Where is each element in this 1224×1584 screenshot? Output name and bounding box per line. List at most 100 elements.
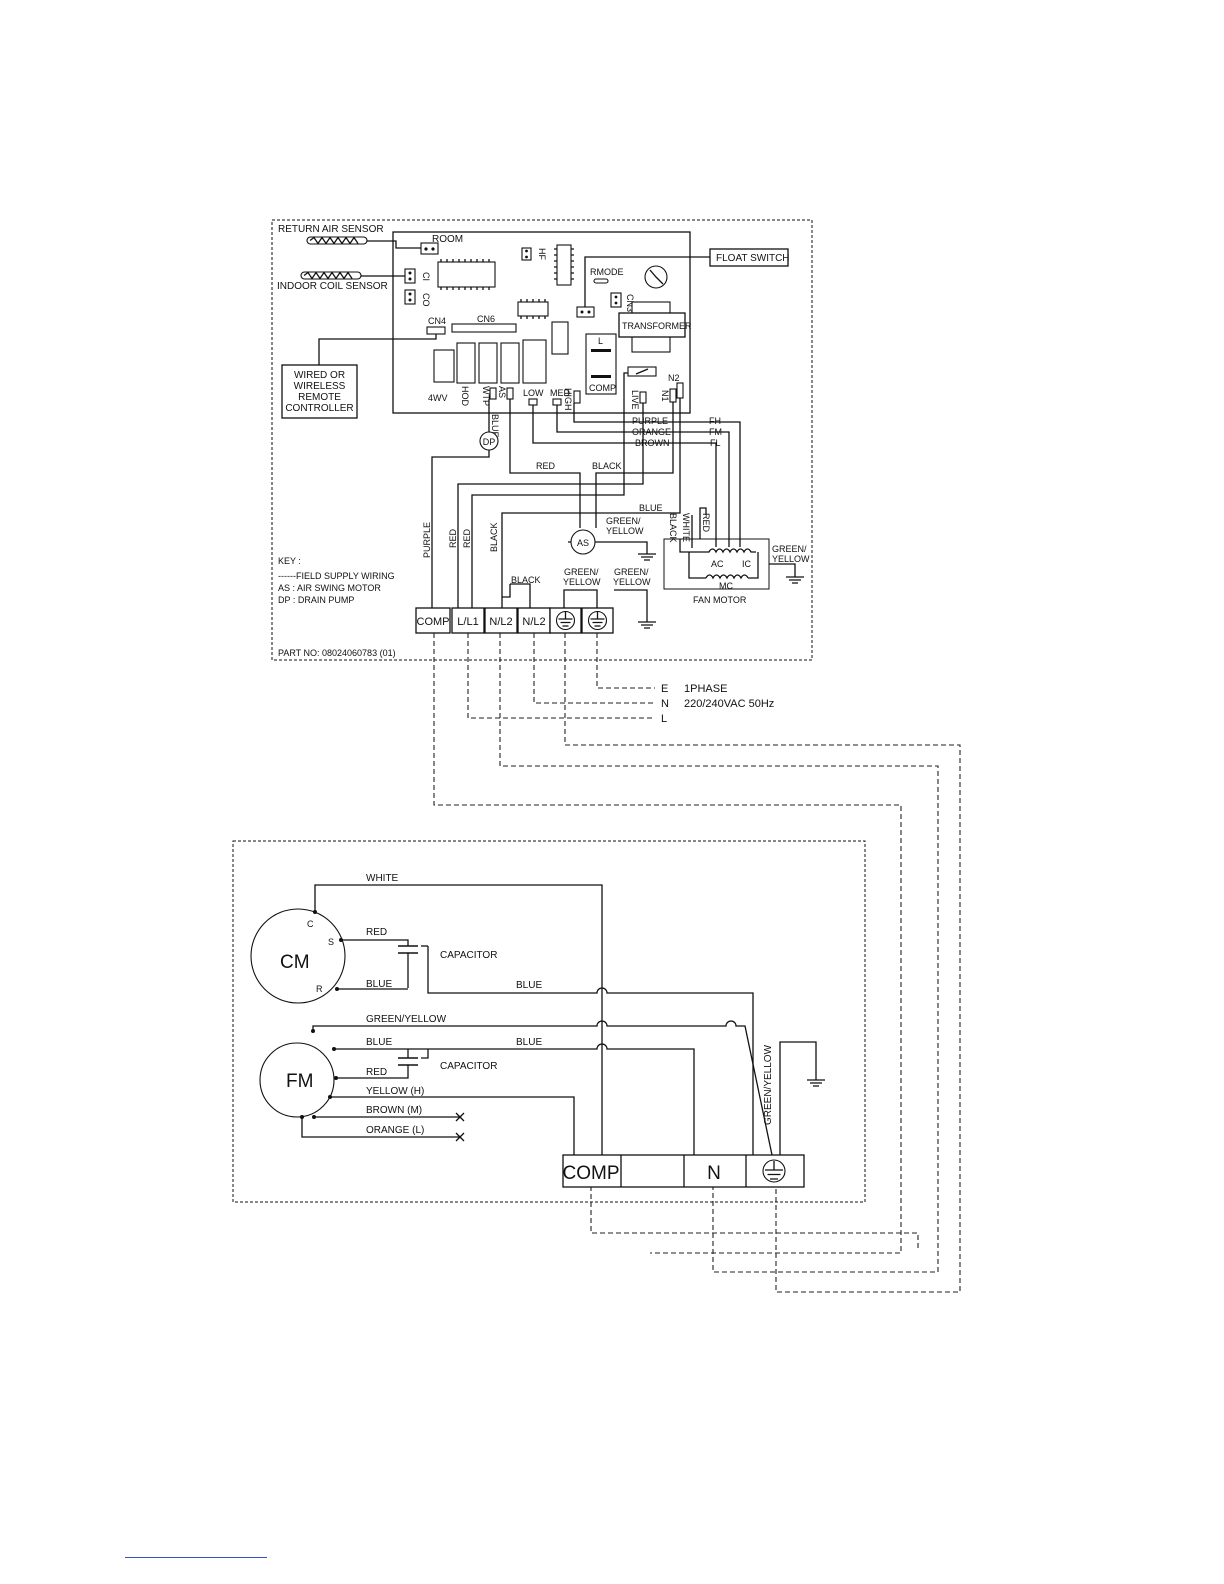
field-supply-wiring: E N L 1PHASE 220/240VAC 50Hz (433, 633, 961, 1293)
transformer-box (618, 312, 686, 338)
indoor-terminal-block: COMP L/L1 N/L2 N/L2 (415, 607, 614, 634)
term-gy-label-2: YELLOW (563, 577, 601, 587)
wire-orange-label: ORANGE (632, 427, 671, 437)
relay-as (500, 342, 520, 384)
wire-brown-label: BROWN (635, 438, 670, 448)
cn3-connector (610, 292, 622, 308)
outdoor-terminal-block: COMP N (562, 1154, 805, 1188)
fm-red-label: RED (366, 1067, 387, 1078)
wire-purple-label: PURPLE (632, 416, 668, 426)
cm-s-label: S (328, 937, 334, 947)
outdoor-terminal-comp: COMP (563, 1163, 620, 1184)
high-label: HIGH (563, 388, 573, 411)
room-connector (420, 242, 439, 255)
fm-green-yellow-label: GREEN/YELLOW (366, 1014, 447, 1025)
indoor-unit-border (271, 219, 813, 661)
wire-red-v1-label: RED (448, 528, 458, 548)
orange-l-label: ORANGE (L) (366, 1125, 424, 1136)
return-air-sensor-label: RETURN AIR SENSOR (278, 224, 384, 235)
part-number: PART NO: 08024060783 (01) (278, 648, 396, 658)
cm-capacitor-label: CAPACITOR (440, 950, 497, 961)
fm-label: FM (286, 1071, 313, 1092)
as-gy-label-1: GREEN/ (606, 516, 641, 526)
ic-chip-1 (437, 261, 496, 288)
supply-phase: 1PHASE (684, 683, 727, 695)
as-motor-label: AS (577, 538, 589, 548)
float-switch-label: FLOAT SWITCH (716, 253, 790, 264)
fm-blue-right-label: BLUE (516, 1037, 542, 1048)
n1-label: N1 (660, 390, 670, 402)
key-title: KEY : (278, 556, 301, 566)
supply-l-label: L (661, 713, 667, 725)
blue-dp-label: BLUE (490, 414, 500, 438)
footer-rule (125, 1557, 267, 1558)
as-conn-label: AS (497, 386, 507, 398)
fh-label: FH (709, 416, 721, 426)
relay-wtp (478, 342, 498, 384)
return-air-sensor-icon (306, 236, 368, 245)
cn6-label: CN6 (477, 314, 495, 324)
cm-blue-label: BLUE (366, 979, 392, 990)
wtp-label: WTP (481, 386, 491, 406)
relay-comp (585, 333, 617, 395)
fan-motor-label: FAN MOTOR (693, 595, 747, 605)
co-label: CO (421, 293, 431, 307)
supply-voltage: 220/240VAC 50Hz (684, 698, 774, 710)
n2-label: N2 (668, 373, 680, 383)
float-switch-connector (576, 306, 595, 318)
wire-white-v-label: WHITE (681, 513, 691, 542)
wire-red-v2-label: RED (462, 528, 472, 548)
term-gy-label-3: GREEN/ (614, 567, 649, 577)
cm-red-label: RED (366, 927, 387, 938)
fan-gy-label-1: GREEN/ (772, 544, 807, 554)
hod-label: HOD (460, 386, 470, 407)
outdoor-unit: CM C S R WHITE RED CAPACITOR BLUE BLUE F… (232, 840, 866, 1203)
relay-low (522, 339, 547, 384)
med-label: MED (550, 388, 571, 398)
hf-connector (521, 247, 532, 261)
key-air-swing: AS : AIR SWING MOTOR (278, 583, 381, 593)
relay-comp-label: COMP. (589, 383, 617, 393)
fan-gy-label-2: YELLOW (772, 554, 810, 564)
dp-label: DP (483, 437, 496, 447)
key-drain-pump: DP : DRAIN PUMP (278, 595, 354, 605)
remote-controller-box (281, 364, 358, 419)
remote-line-4: CONTROLLER (285, 403, 353, 414)
fan-ic-label: IC (742, 559, 752, 569)
remote-line-1: WIRED OR (294, 370, 345, 381)
live-label: LIVE (630, 390, 640, 410)
terminal-comp: COMP (417, 616, 450, 628)
ci-label: CI (421, 272, 431, 281)
wire-red-mid-label: RED (536, 461, 556, 471)
wire-black-v2-label: BLACK (489, 522, 499, 552)
term-gy-label-4: YELLOW (613, 577, 651, 587)
hf-label: HF (537, 248, 547, 260)
white-wire-label: WHITE (366, 873, 399, 884)
cm-blue-right-label: BLUE (516, 980, 542, 991)
supply-e-label: E (661, 683, 668, 695)
room-label: ROOM (432, 234, 463, 245)
cm-r-label: R (316, 984, 323, 994)
compressor-motor-icon (250, 908, 346, 1004)
terminal-n-l2-2: N/L2 (522, 616, 545, 628)
term-gy-label-1: GREEN/ (564, 567, 599, 577)
wire-red-v-label: RED (701, 513, 711, 533)
fm-capacitor-label: CAPACITOR (440, 1061, 497, 1072)
cm-label: CM (280, 952, 310, 973)
cn4-connector (426, 326, 446, 335)
transformer-label: TRANSFORMER (622, 321, 692, 331)
outdoor-earth-terminal-icon (762, 1159, 786, 1183)
terminal-l-l1: L/L1 (457, 616, 478, 628)
fan-ac-label: AC (711, 559, 724, 569)
cn3-label: CN3 (625, 294, 635, 312)
wire-black-v-label: BLACK (668, 513, 678, 543)
gy-vertical-label: GREEN/YELLOW (763, 1044, 774, 1125)
fourwv-label: 4WV (428, 393, 448, 403)
wire-purple-v-label: PURPLE (422, 522, 432, 558)
terminal-n-l2-1: N/L2 (489, 616, 512, 628)
indoor-coil-sensor-label: INDOOR COIL SENSOR (277, 281, 388, 292)
cn6-connector (451, 323, 517, 333)
outdoor-unit-border (232, 840, 866, 1203)
fan-motor-icon (259, 1042, 335, 1118)
as-gy-label-2: YELLOW (606, 526, 644, 536)
